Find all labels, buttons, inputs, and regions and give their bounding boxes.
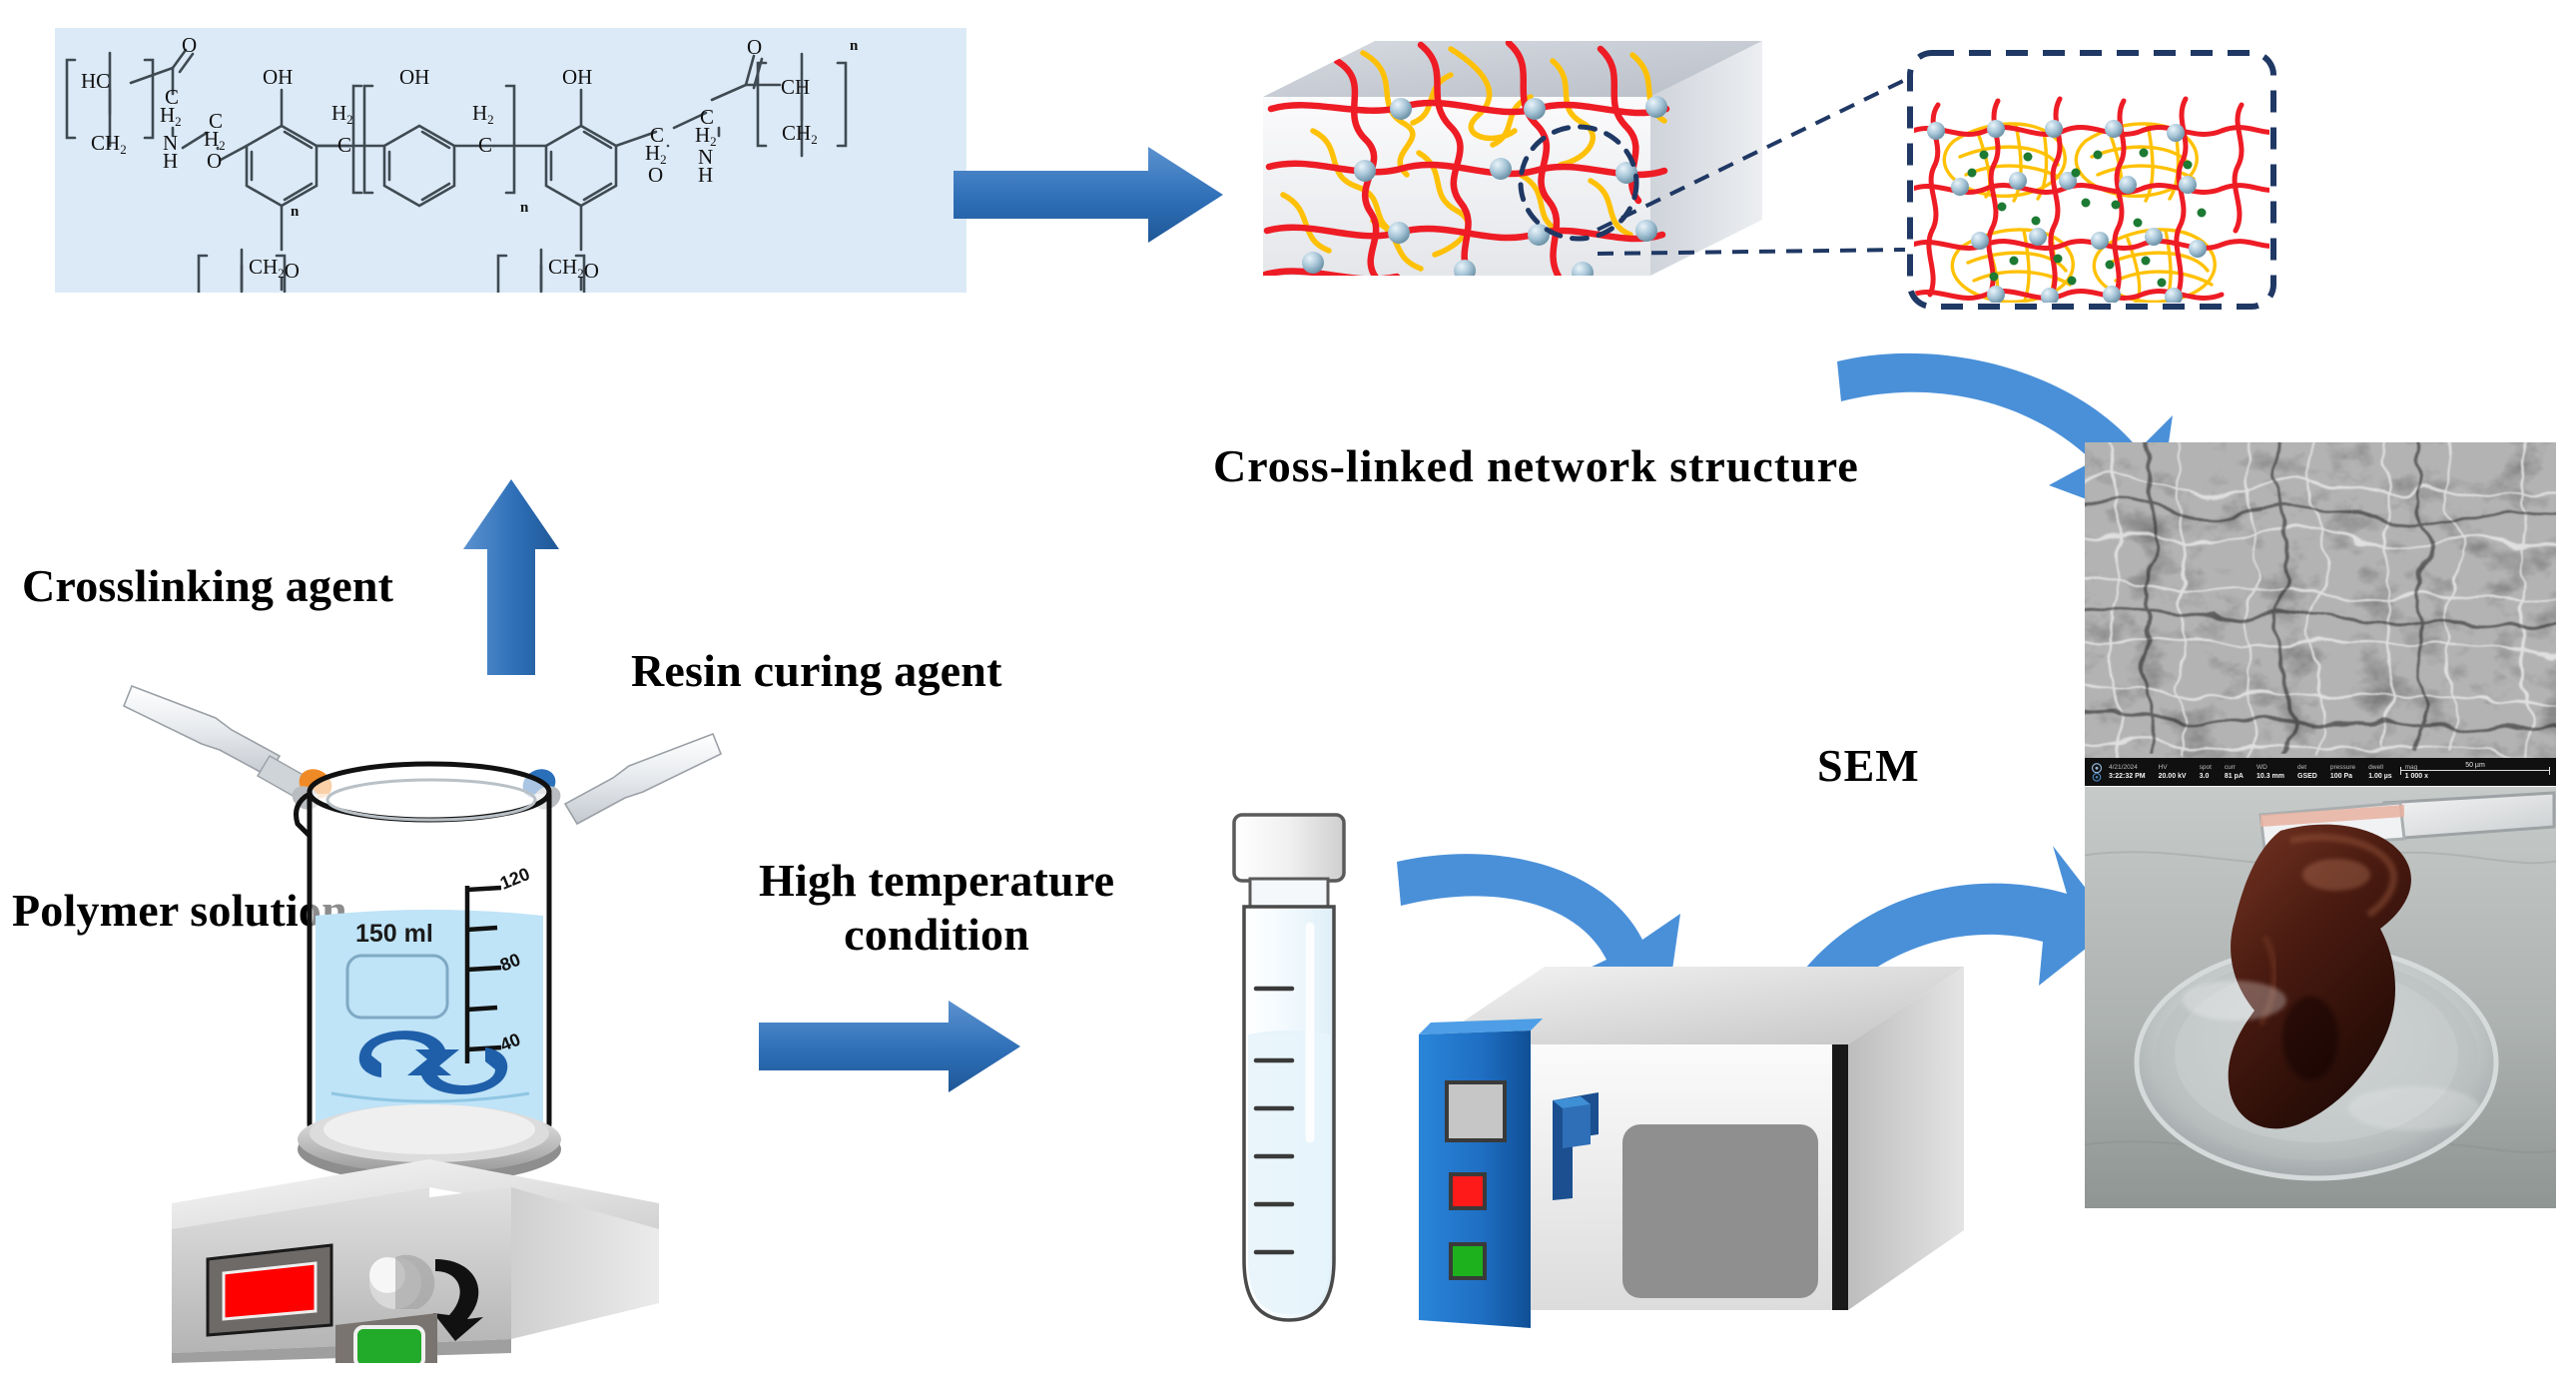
oven-indicator-red — [1449, 1172, 1487, 1210]
label-resin-curing-agent: Resin curing agent — [631, 645, 1002, 696]
sem-field-wd: WD 10.3 mm — [2255, 764, 2284, 780]
sem-field-hv: HV 20.00 kV — [2158, 764, 2187, 780]
svg-text:n: n — [850, 38, 859, 54]
svg-text:OH: OH — [399, 65, 429, 89]
svg-text:n: n — [520, 200, 529, 216]
svg-text:H: H — [163, 149, 178, 173]
svg-text:HC: HC — [81, 69, 110, 93]
label-polymer-solution: Polymer solution — [12, 885, 347, 936]
high-temperature-line1: High temperature — [759, 855, 1115, 906]
svg-text:C: C — [700, 105, 714, 129]
arrow-beaker-to-chem — [463, 479, 559, 675]
test-tube-cap — [1232, 813, 1346, 883]
drying-oven — [1413, 949, 1972, 1348]
svg-text:CH2: CH2 — [782, 121, 818, 147]
svg-text:H2: H2 — [331, 101, 353, 127]
svg-text:C: C — [165, 85, 179, 109]
label-crosslinked-network-structure: Cross-linked network structure — [1213, 440, 1859, 491]
svg-text:N: N — [698, 145, 713, 169]
svg-text:OH: OH — [263, 65, 293, 89]
label-high-temperature-condition: High temperature condition — [759, 854, 1114, 963]
svg-text:H2: H2 — [472, 101, 494, 127]
beaker: 150 ml 120 80 40 — [294, 761, 552, 1146]
sem-field-curr: curr 81 pA — [2224, 764, 2244, 780]
svg-text:CH2O: CH2O — [548, 255, 599, 283]
sem-micrograph: 4/21/2024 3:22:32 PM HV 20.00 kV spot 3.… — [2085, 442, 2556, 786]
sem-field-det: det GSED — [2297, 764, 2317, 780]
hotplate-disc — [298, 1104, 561, 1183]
network-magnified-inset — [1902, 45, 2281, 315]
sem-scale-bar: 50 µm — [2400, 762, 2550, 782]
hydrogel-sample — [2228, 824, 2411, 1129]
sem-field-spot: spot 3.0 — [2199, 764, 2212, 780]
inset-connector-lines — [1597, 78, 1906, 256]
svg-text:CH2: CH2 — [91, 131, 127, 157]
label-sem: SEM — [1817, 740, 1920, 791]
svg-text:O: O — [207, 149, 222, 173]
beaker-volume-label: 150 ml — [355, 920, 433, 948]
sem-field-dwell: dwell 1.00 µs — [2368, 764, 2392, 780]
oven-indicator-green — [1449, 1242, 1487, 1280]
stir-arrows — [358, 1031, 508, 1094]
oven-display — [1445, 1080, 1507, 1142]
arrow-chem-to-network — [954, 147, 1223, 243]
svg-text:O: O — [648, 163, 663, 187]
svg-text:C: C — [650, 123, 664, 147]
high-temperature-line2: condition — [844, 909, 1030, 961]
label-crosslinking-agent: Crosslinking agent — [22, 560, 394, 611]
svg-text:OH: OH — [562, 65, 592, 89]
oven-door-handle — [1553, 1092, 1599, 1200]
oven-control-panel — [1419, 1019, 1543, 1328]
svg-text:n: n — [291, 204, 300, 220]
test-tube — [1188, 809, 1398, 1338]
stirrer-body — [172, 1159, 659, 1375]
gel-sample-photo — [2085, 787, 2556, 1208]
sem-field-datetime: 4/21/2024 3:22:32 PM — [2109, 764, 2146, 780]
svg-text:CH: CH — [781, 75, 810, 99]
stirrer-power-button — [353, 1325, 425, 1369]
crosslinked-network-slab — [1253, 35, 1772, 310]
svg-text:H: H — [698, 163, 713, 187]
svg-text:N: N — [163, 131, 178, 155]
svg-text:C: C — [337, 133, 351, 157]
svg-text:CH2O: CH2O — [249, 255, 300, 283]
magnetic-stirrer-assembly: 150 ml 120 80 40 — [120, 664, 739, 1375]
svg-text:C: C — [209, 109, 223, 133]
svg-text:O: O — [182, 33, 197, 57]
stirrer-display — [222, 1261, 318, 1321]
sem-info-bar: 4/21/2024 3:22:32 PM HV 20.00 kV spot 3.… — [2085, 758, 2556, 786]
svg-text:O: O — [747, 35, 762, 59]
sem-field-pressure: pressure 100 Pa — [2329, 764, 2356, 780]
oven-door-window — [1622, 1124, 1818, 1298]
svg-text:C: C — [478, 133, 492, 157]
sem-vendor-logo-icon — [2091, 763, 2103, 782]
sem-field-mag: mag 1 000 x — [2404, 764, 2428, 780]
arrow-oven-to-sem — [1775, 846, 2115, 1024]
arrow-solution-to-tube — [759, 1001, 1020, 1092]
